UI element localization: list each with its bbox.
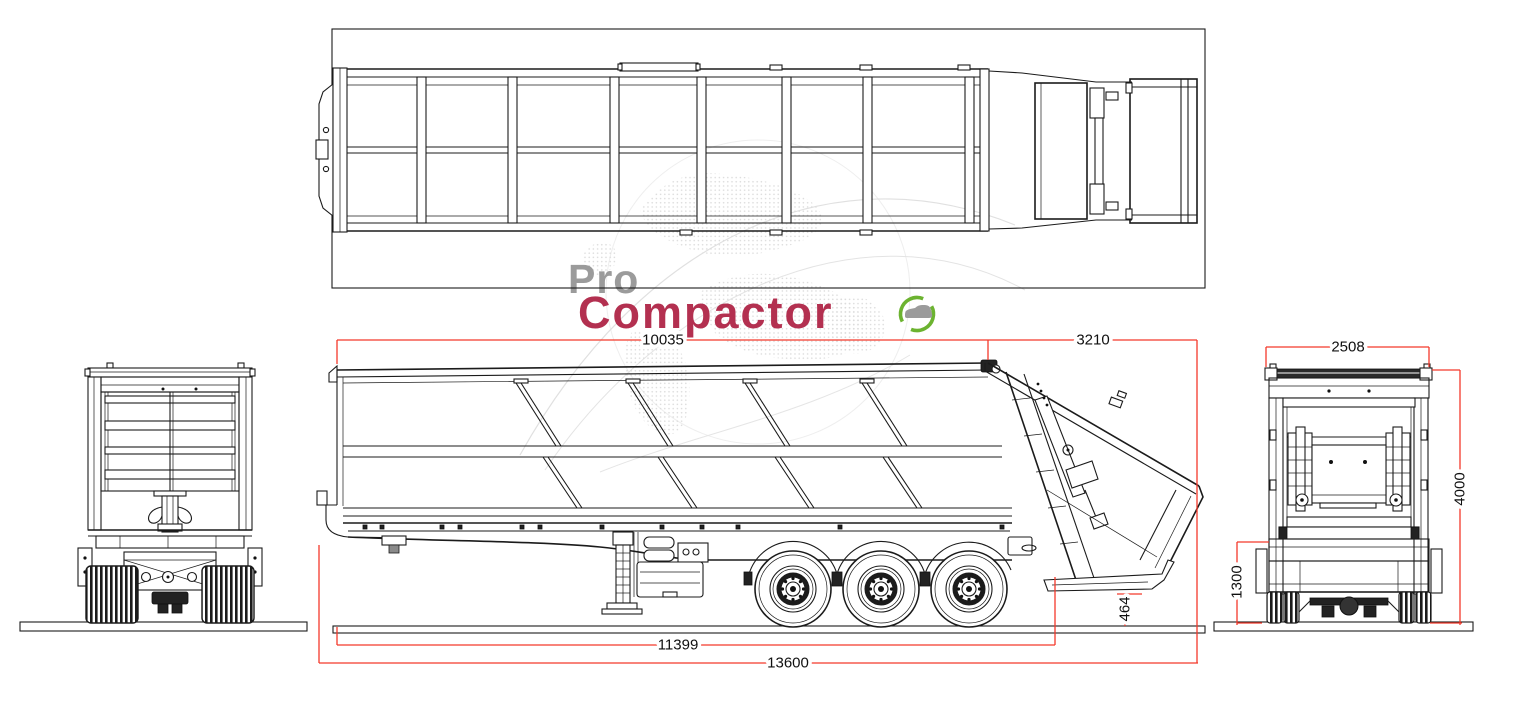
rear-view	[1213, 363, 1474, 632]
front-wheel-left	[85, 565, 139, 624]
ground-line-side	[332, 625, 1206, 634]
kingpin	[388, 544, 400, 554]
dim-1300: 1300	[1229, 565, 1246, 598]
front-view	[19, 362, 308, 632]
kingpin-plate	[381, 535, 407, 546]
compactor-plan	[988, 70, 1198, 230]
rear-press-mechanism	[1278, 426, 1420, 540]
toolbox-equipment	[636, 536, 709, 598]
lower-diagonal-struts	[542, 456, 923, 509]
ground-line-rear	[1213, 621, 1474, 632]
dim-3210: 3210	[1076, 332, 1109, 349]
front-panel-grid	[100, 391, 240, 492]
front-coupling	[147, 490, 193, 533]
logo: Pro Compactor	[568, 256, 936, 338]
dim-2508: 2508	[1331, 339, 1364, 356]
underdeck-fittings	[362, 524, 1005, 530]
logo-line1: Pro	[568, 256, 639, 302]
rear-wheel-left	[1266, 591, 1283, 624]
cross-members	[416, 76, 975, 224]
green-ring-vehicle-icon	[898, 295, 936, 333]
roof-hatch	[619, 62, 699, 72]
dim-464: 464	[1117, 596, 1134, 621]
dim-4000: 4000	[1452, 472, 1469, 505]
upper-diagonal-struts	[513, 378, 908, 447]
landing-gear	[601, 531, 643, 615]
wheels-side	[754, 550, 1008, 628]
dim-10035: 10035	[642, 332, 684, 349]
top-view	[315, 28, 1206, 289]
dimension-lines: 10035 3210 2508 4000 1300 464 11399 1360…	[318, 328, 1472, 675]
rear-axle	[1298, 596, 1400, 618]
rear-wheel-right	[1398, 591, 1415, 624]
ground-line-front	[19, 621, 308, 632]
side-view	[316, 359, 1206, 634]
dim-11399: 11399	[658, 637, 699, 654]
rear-compactor-side	[980, 359, 1204, 592]
front-wheel-right	[201, 565, 255, 624]
logo-line2: Compactor	[578, 287, 834, 338]
dim-13600: 13600	[767, 655, 809, 672]
